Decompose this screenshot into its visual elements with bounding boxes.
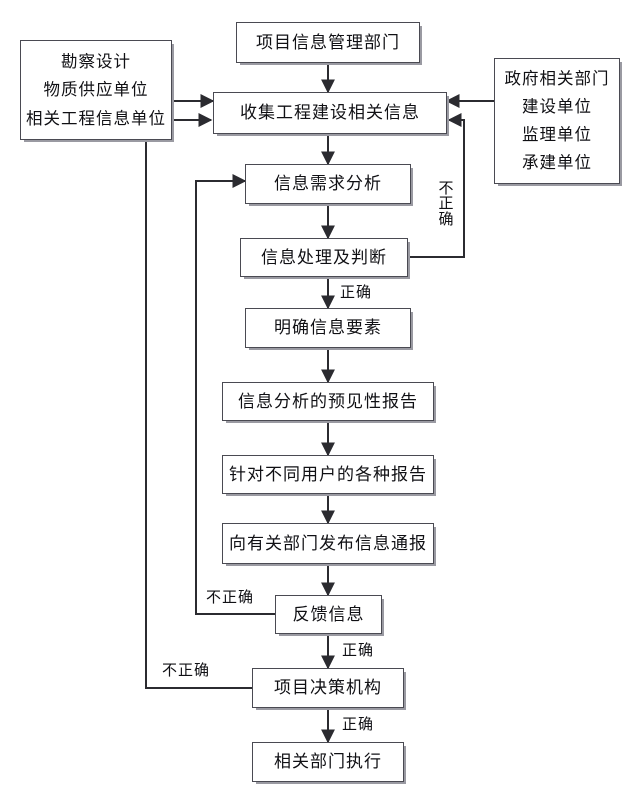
edge-label-judge-correct: 正确 <box>340 285 373 301</box>
connector-decision-wrong-to-collect <box>145 113 252 689</box>
connector-process-wrong-to-collect <box>408 113 465 258</box>
connector-feedback-wrong-to-demand <box>195 174 275 615</box>
node-info-demand-analysis[interactable]: 信息需求分析 <box>245 164 411 204</box>
node-left-source-units[interactable]: 勘察设计 物质供应单位 相关工程信息单位 <box>20 40 172 140</box>
node-label: 信息需求分析 <box>274 174 382 194</box>
node-right-source-units[interactable]: 政府相关部门 建设单位 监理单位 承建单位 <box>494 58 620 184</box>
edge-label-judge-incorrect: 不正确 <box>438 181 455 228</box>
node-project-decision-body[interactable]: 项目决策机构 <box>252 668 404 708</box>
node-project-info-management-dept[interactable]: 项目信息管理部门 <box>236 22 420 63</box>
node-collect-construction-info[interactable]: 收集工程建设相关信息 <box>213 92 447 134</box>
node-label-line-3: 相关工程信息单位 <box>26 108 166 128</box>
node-label: 信息处理及判断 <box>261 247 387 267</box>
node-clarify-info-elements[interactable]: 明确信息要素 <box>245 308 411 348</box>
node-label: 反馈信息 <box>292 604 365 624</box>
node-label: 向有关部门发布信息通报 <box>229 533 427 553</box>
node-label: 收集工程建设相关信息 <box>240 103 420 123</box>
edge-label-decision-incorrect: 不正确 <box>162 663 211 679</box>
node-label-line-2: 物质供应单位 <box>43 80 149 100</box>
node-feedback-info[interactable]: 反馈信息 <box>275 595 382 634</box>
node-label: 项目信息管理部门 <box>256 32 400 52</box>
node-label: 项目决策机构 <box>274 678 382 698</box>
node-label-line-1: 勘察设计 <box>61 51 131 71</box>
edge-label-decision-correct: 正确 <box>342 717 375 733</box>
node-predictive-analysis-report[interactable]: 信息分析的预见性报告 <box>222 382 434 421</box>
node-label: 明确信息要素 <box>274 318 382 338</box>
node-info-processing-judgement[interactable]: 信息处理及判断 <box>240 238 408 277</box>
node-reports-for-different-users[interactable]: 针对不同用户的各种报告 <box>222 455 434 494</box>
node-label: 相关部门执行 <box>274 752 382 772</box>
node-departments-execute[interactable]: 相关部门执行 <box>252 742 404 782</box>
node-label-line-1: 政府相关部门 <box>504 69 610 89</box>
node-label: 针对不同用户的各种报告 <box>229 464 427 484</box>
edge-label-feedback-incorrect: 不正确 <box>206 590 255 606</box>
node-label: 信息分析的预见性报告 <box>238 391 418 411</box>
node-label-line-3: 监理单位 <box>522 125 592 145</box>
edge-label-feedback-correct: 正确 <box>342 643 375 659</box>
node-label-line-4: 承建单位 <box>522 153 592 173</box>
node-publish-info-bulletin[interactable]: 向有关部门发布信息通报 <box>222 523 434 564</box>
node-label-line-2: 建设单位 <box>522 97 592 117</box>
